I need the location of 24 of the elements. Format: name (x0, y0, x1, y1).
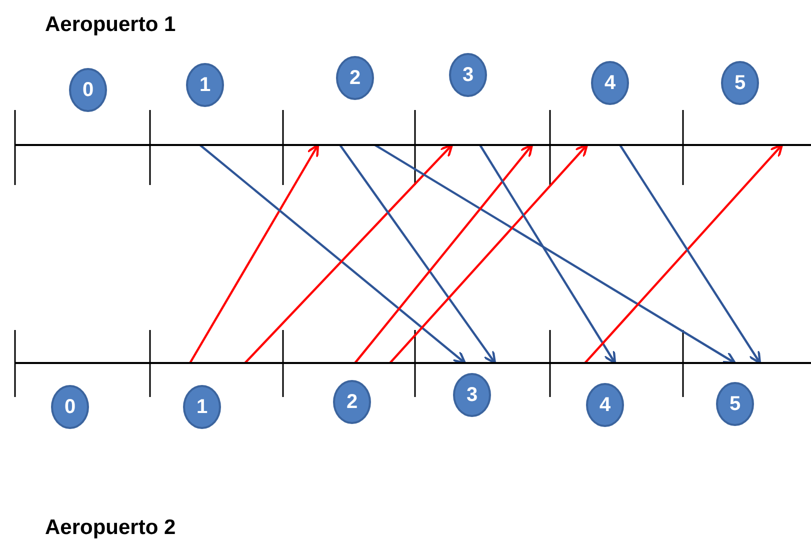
period-number-circle: 2 (336, 56, 374, 100)
arrow (244, 144, 454, 364)
period-number-circle: 3 (449, 53, 487, 97)
period-number-circle: 5 (721, 61, 759, 105)
period-number-circle: 0 (69, 68, 107, 112)
arrow (479, 144, 616, 364)
arrow (374, 144, 736, 364)
airport-title: Aeropuerto 1 (45, 13, 176, 37)
arrow (339, 144, 496, 364)
period-number-circle: 2 (333, 380, 371, 424)
period-number-circle: 4 (591, 61, 629, 105)
arrow (584, 144, 784, 364)
arrow (619, 144, 762, 364)
period-number-circle: 4 (586, 383, 624, 427)
period-number-circle: 3 (453, 373, 491, 417)
arrow (189, 144, 320, 364)
arrow (199, 144, 466, 364)
period-number-circle: 5 (716, 382, 754, 426)
arrow (354, 144, 534, 364)
period-number-circle: 1 (186, 63, 224, 107)
period-number-circle: 0 (51, 385, 89, 429)
arrow (389, 144, 588, 364)
period-number-circle: 1 (183, 385, 221, 429)
airport-title: Aeropuerto 2 (45, 516, 176, 540)
